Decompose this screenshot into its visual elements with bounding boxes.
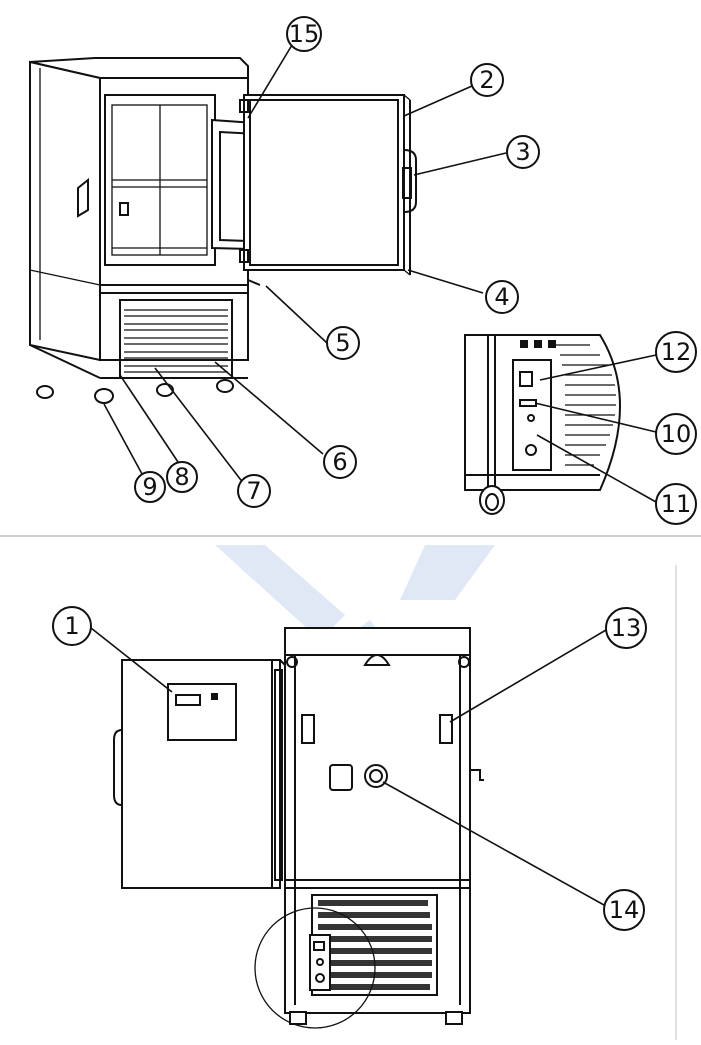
- svg-text:12: 12: [661, 338, 692, 366]
- callout-7: 7: [237, 474, 271, 508]
- callout-6: 6: [323, 445, 357, 479]
- front-view: [29, 57, 417, 404]
- svg-text:3: 3: [515, 138, 530, 166]
- callouts: 15 2 3 4 5 6 7 8 9 12 10 11 1 13 14: [52, 16, 697, 931]
- callout-13: 13: [605, 607, 647, 649]
- svg-text:2: 2: [479, 66, 494, 94]
- svg-text:8: 8: [174, 463, 189, 491]
- callout-15: 15: [286, 16, 322, 52]
- callout-4: 4: [485, 280, 519, 314]
- callout-8: 8: [166, 461, 198, 493]
- svg-text:13: 13: [611, 614, 642, 642]
- callout-1: 1: [52, 606, 92, 646]
- callout-14: 14: [603, 889, 645, 931]
- svg-text:14: 14: [609, 896, 640, 924]
- svg-text:6: 6: [332, 448, 347, 476]
- detail-view: [464, 334, 621, 515]
- callout-2: 2: [470, 63, 504, 97]
- svg-text:5: 5: [335, 329, 350, 357]
- svg-text:4: 4: [494, 283, 509, 311]
- callout-11: 11: [655, 483, 697, 525]
- callout-3: 3: [506, 135, 540, 169]
- callout-5: 5: [326, 326, 360, 360]
- svg-text:10: 10: [661, 420, 692, 448]
- svg-text:1: 1: [64, 612, 79, 640]
- svg-text:7: 7: [246, 477, 261, 505]
- rear-view: [113, 627, 484, 1029]
- callout-9: 9: [134, 471, 166, 503]
- svg-text:9: 9: [142, 473, 157, 501]
- svg-text:15: 15: [289, 20, 320, 48]
- svg-text:11: 11: [661, 490, 692, 518]
- callout-10: 10: [655, 413, 697, 455]
- callout-12: 12: [655, 331, 697, 373]
